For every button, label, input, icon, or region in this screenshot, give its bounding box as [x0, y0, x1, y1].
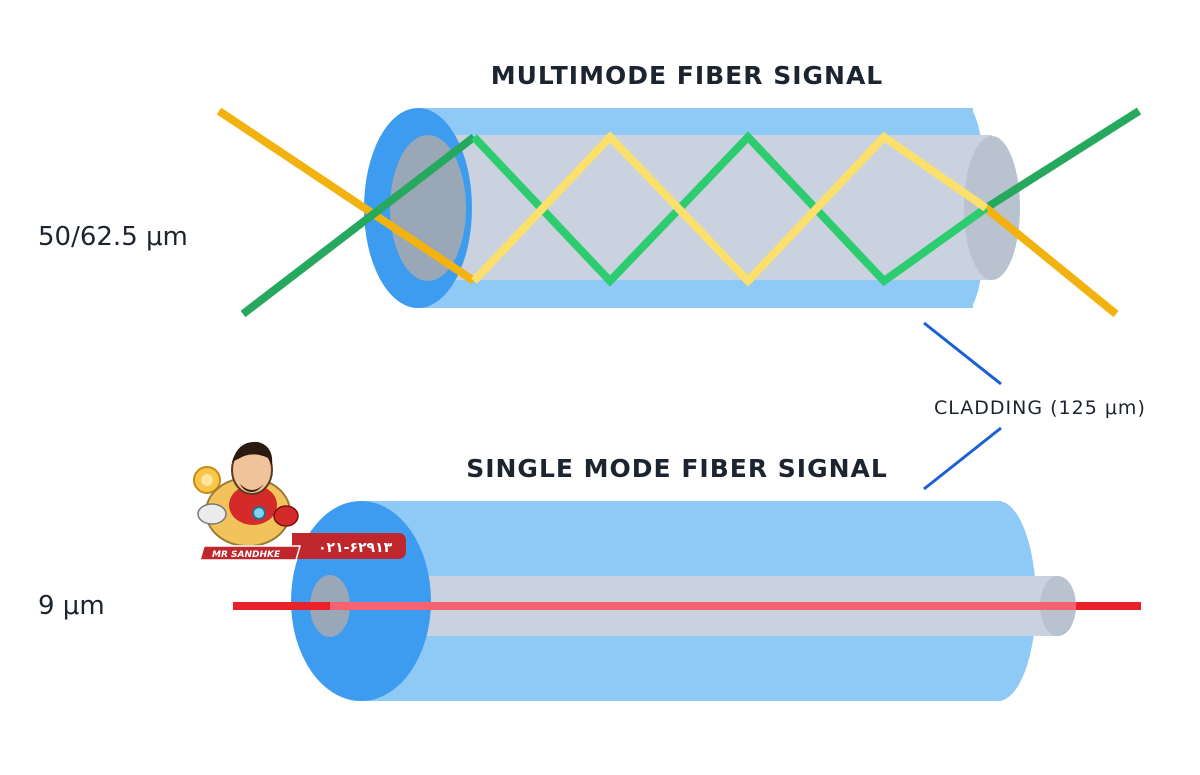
- singlemode-fiber: [233, 501, 1141, 701]
- cladding-label: CLADDING (125 μm): [934, 397, 1146, 419]
- multimode-green-zigzag: [471, 131, 989, 287]
- multimode-title: MULTIMODE FIBER SIGNAL: [491, 61, 883, 90]
- cladding-pointer: CLADDING (125 μm): [923, 321, 1146, 491]
- cladding-pointer-line-lower: [923, 426, 1002, 491]
- multimode-core-front: [390, 135, 466, 281]
- singlemode-core-size-label: 9 μm: [38, 591, 105, 621]
- mascot-logo-icon: [193, 441, 299, 547]
- watermark-brand-tag: [199, 545, 301, 561]
- multimode-incoming-yellow-ray: [216, 107, 477, 285]
- cladding-pointer-line-upper: [923, 321, 1002, 386]
- multimode-outgoing-green-ray: [983, 107, 1142, 212]
- singlemode-title: SINGLE MODE FIBER SIGNAL: [466, 454, 888, 483]
- multimode-core-size-label: 50/62.5 μm: [38, 222, 188, 252]
- watermark-phone: ۰۲۱-۶۲۹۱۳: [318, 540, 393, 556]
- multimode-incoming-green-ray: [240, 133, 477, 318]
- multimode-core-body: [422, 135, 992, 280]
- multimode-outgoing-yellow-ray: [983, 204, 1119, 318]
- watermark-brand-text: MR SANDHKE: [212, 550, 281, 560]
- multimode-fiber: [216, 107, 1142, 318]
- watermark-logo: ۰۲۱-۶۲۹۱۳ MR SANDHKE: [193, 441, 406, 561]
- multimode-yellow-zigzag: [471, 131, 989, 287]
- watermark-banner: [292, 533, 406, 559]
